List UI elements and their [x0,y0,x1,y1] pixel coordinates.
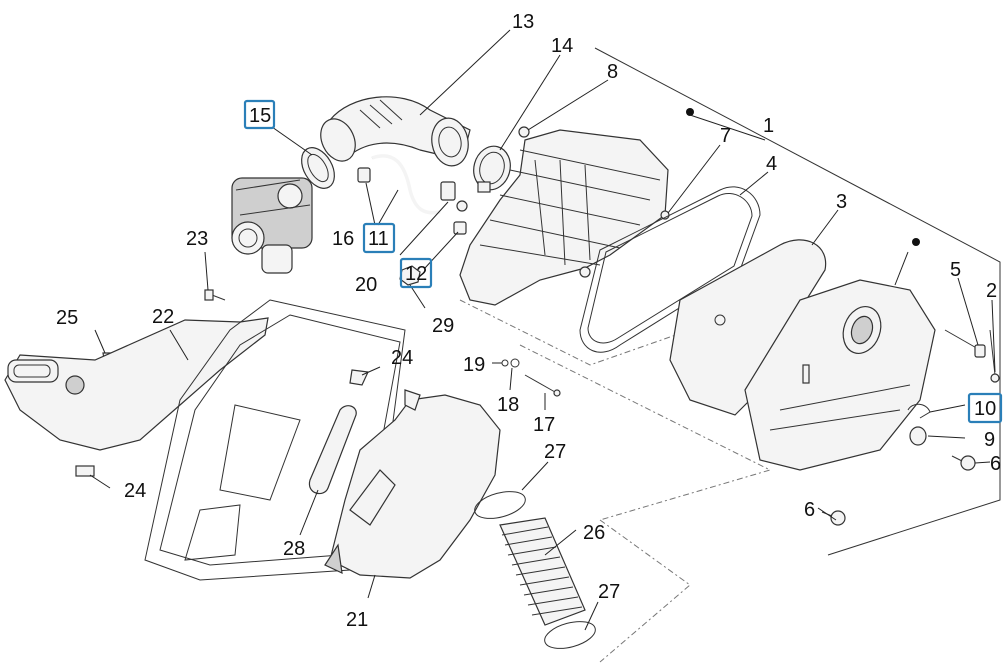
airbox-body-1 [459,108,694,306]
highlight-box-15 [243,99,276,130]
callout-25: 25 [56,307,78,329]
bellows-26 [474,491,596,649]
callout-16: 16 [332,228,354,250]
callout-14: 14 [551,35,573,57]
callout-20: 20 [355,274,377,296]
callout-18: 18 [497,394,519,416]
callout-6b: 6 [804,499,815,521]
callout-27b: 27 [598,581,620,603]
hose-11 [371,154,441,215]
callout-3: 3 [836,191,847,213]
assembly-frame [459,47,1001,663]
highlight-box-11 [362,222,396,254]
throttle-body [231,177,313,274]
small-parts [357,126,530,286]
panel-22 [4,317,269,477]
duct-21 [324,389,501,579]
callout-5: 5 [950,259,961,281]
highlight-box-10 [967,392,1003,424]
fasteners [102,289,1000,526]
callout-1: 1 [763,115,774,137]
callout-4: 4 [766,153,777,175]
callout-labels: 1 2 3 4 5 6 6 7 8 9 10 11 12 13 14 15 16… [56,11,1001,631]
callout-11: 11 [368,228,389,250]
callout-8: 8 [607,61,618,83]
leader-lines [89,29,996,631]
callout-13: 13 [512,11,534,33]
callout-17: 17 [533,414,555,436]
callout-2: 2 [986,280,997,302]
callout-29: 29 [432,315,454,337]
clamp-14 [473,145,511,193]
highlight-box-12 [399,257,433,289]
callout-6a: 6 [990,453,1001,475]
callout-9: 9 [984,429,995,451]
callout-24a: 24 [391,347,413,369]
callout-21: 21 [346,609,368,631]
callout-23: 23 [186,228,208,250]
highlight-boxes [243,99,1003,424]
fairing-panel [144,299,406,581]
callout-7: 7 [720,125,731,147]
callout-10: 10 [974,398,996,420]
callout-19: 19 [463,354,485,376]
callout-24b: 24 [124,480,146,502]
callout-27a: 27 [544,441,566,463]
airbox-cover [744,238,936,471]
intake-elbow-13 [320,96,471,167]
callout-15: 15 [249,105,271,127]
callout-26: 26 [583,522,605,544]
callout-28: 28 [283,538,305,560]
clip-and-strip [308,369,369,495]
callout-22: 22 [152,306,174,328]
callout-12: 12 [405,263,427,285]
clamp-15 [301,147,335,189]
